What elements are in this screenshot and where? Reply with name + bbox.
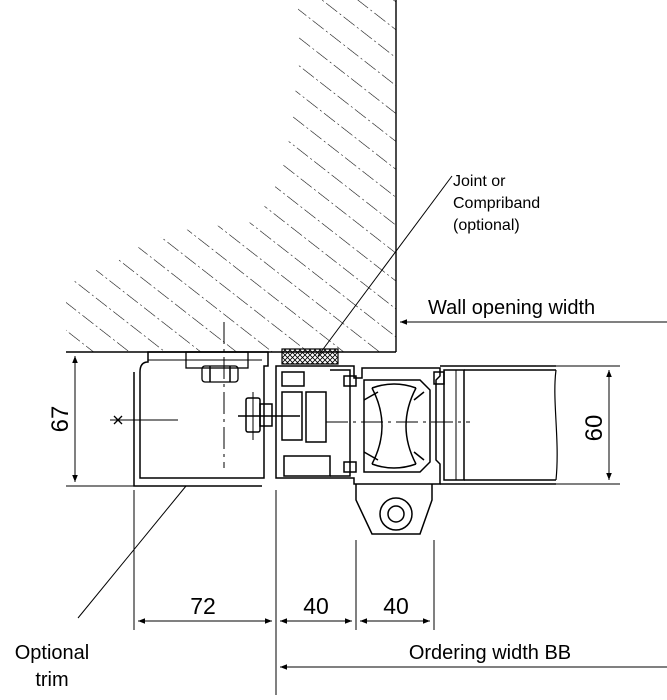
optional-trim-label-line1: Optional (15, 642, 90, 664)
dim-width-trim: 72 (190, 593, 216, 619)
leader-lines (77, 175, 453, 619)
dim-width-frame: 40 (303, 593, 329, 619)
wall-hatch (66, 0, 396, 352)
joint-label-line3: (optional) (453, 217, 520, 234)
dimension-lines (66, 319, 667, 695)
trim-profile (133, 351, 269, 487)
wall-opening-label: Wall opening width (428, 297, 595, 319)
bolt-assembly (238, 392, 300, 440)
ordering-width-label: Ordering width BB (409, 642, 571, 664)
optional-trim-label-line2: trim (35, 669, 68, 691)
glass-leaf (440, 365, 558, 485)
wall-section (66, 0, 397, 353)
joint-label-line2: Compriband (453, 195, 540, 212)
trim-centerline (110, 322, 225, 468)
dim-width-sash: 40 (383, 593, 409, 619)
window-frame-profile (275, 365, 445, 535)
joint-label-line1: Joint or (453, 173, 506, 190)
dim-height-right: 60 (581, 415, 608, 442)
dim-height-left: 67 (47, 406, 74, 433)
compriband-joint (281, 348, 339, 365)
